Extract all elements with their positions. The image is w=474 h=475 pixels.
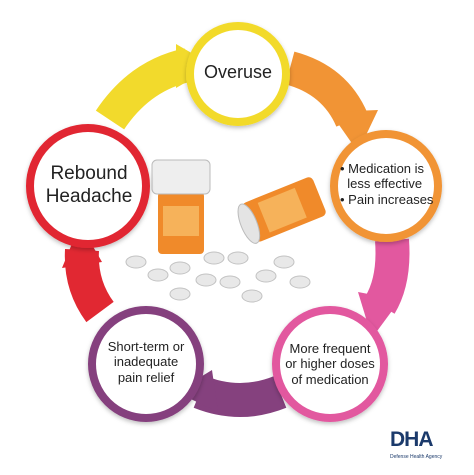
node-overuse [186, 22, 290, 126]
short-term-line-1: Short-term or [107, 339, 185, 354]
bottle-tipped-opening [237, 203, 261, 244]
node-overuse-label: Overuse [190, 58, 286, 88]
arrow-head-orange [330, 110, 378, 152]
medication-line-2: less effective [340, 176, 423, 192]
node-short-term [88, 306, 204, 422]
more-frequent-line-3: of medication [291, 371, 369, 387]
medication-line-3: • Pain increases [340, 191, 434, 207]
dha-logo-tagline: Defense Health Agency [390, 454, 443, 460]
bottle-upright-label [163, 206, 199, 236]
node-more-frequent-label: More frequent or higher doses of medicat… [278, 336, 382, 392]
node-short-term-label: Short-term or inadequate pain relief [98, 334, 194, 390]
node-medication [330, 130, 442, 242]
bottle-upright-cap [151, 159, 211, 195]
rebound-line-1: Rebound [50, 162, 128, 184]
node-more-frequent [272, 306, 388, 422]
medication-line-1: • Medication is [340, 161, 425, 176]
short-term-line-2: inadequate [113, 354, 179, 370]
dha-logo-letters: DHA [390, 428, 433, 451]
node-circles [26, 22, 442, 422]
rebound-line-2: Headache [45, 186, 133, 207]
cycle-arrows [62, 44, 410, 417]
loose-pills [125, 251, 311, 303]
pill-bottles-illustration [125, 159, 326, 303]
arrow-medication-to-more [365, 238, 410, 314]
node-rebound [26, 124, 150, 248]
short-term-line-3: pain relief [117, 369, 175, 385]
node-rebound-label: Rebound Headache [38, 160, 140, 210]
dha-logo: DHA Defense Health Agency [390, 428, 460, 468]
overuse-text: Overuse [203, 62, 273, 83]
more-frequent-line-2: or higher doses [285, 356, 375, 372]
node-medication-label: • Medication is less effective • Pain in… [340, 156, 436, 212]
bottle-tipped-label [257, 187, 307, 233]
more-frequent-line-1: More frequent [289, 341, 371, 356]
